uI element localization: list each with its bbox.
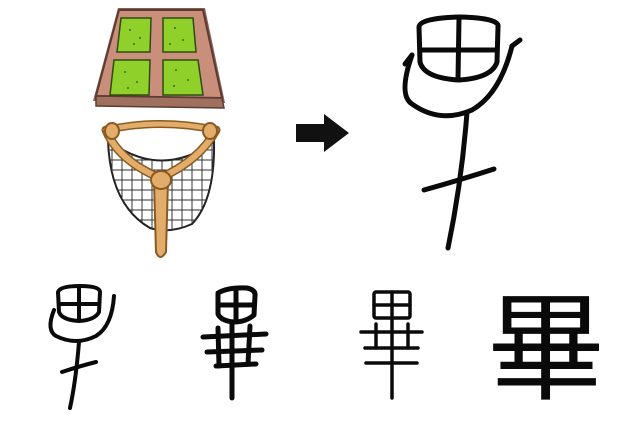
hand-net-icon: [101, 120, 221, 258]
field-icon: [93, 8, 225, 109]
bi-glyph-stage-3: [359, 290, 424, 400]
right-arrow-icon: [296, 114, 349, 152]
bi-character-modern: 畢: [487, 280, 605, 418]
bi-glyph-stage-1: [48, 284, 116, 410]
bi-glyph-stage-2: [200, 285, 269, 401]
oracle-bi-glyph: [402, 14, 523, 251]
field-over-hand-net-icon: [93, 8, 225, 258]
